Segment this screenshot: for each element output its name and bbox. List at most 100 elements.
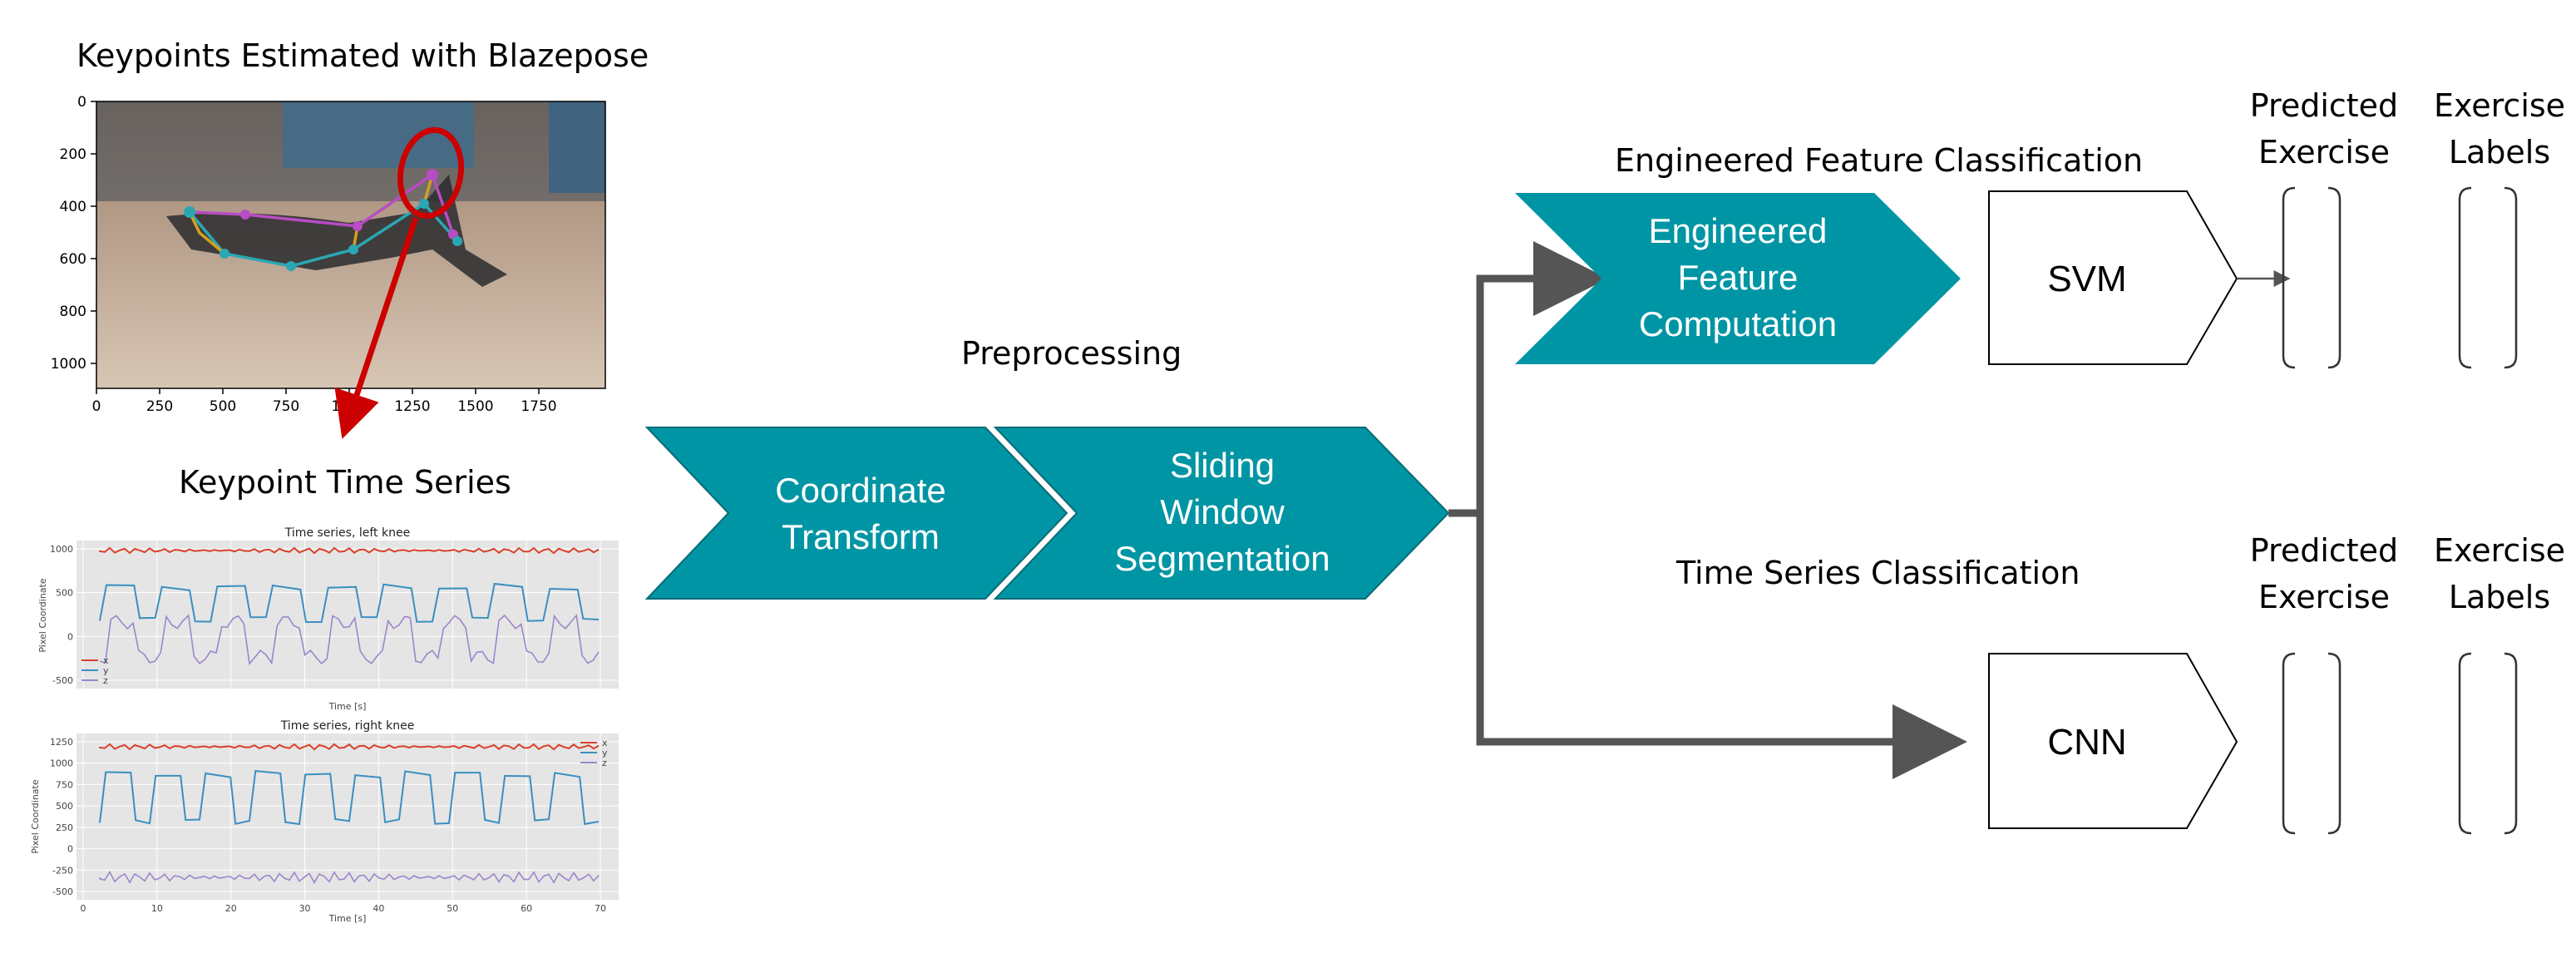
labels-bottom-bracket-right [2504, 652, 2518, 835]
keypoints-title: Keypoints Estimated with Blazepose [76, 37, 649, 74]
preprocessing-title: Preprocessing [961, 335, 1182, 372]
pose-x-tick-label: 1500 [457, 398, 493, 415]
ts2-series-y [99, 770, 600, 826]
feature-computation-block: Engineered Feature Computation [1515, 193, 1961, 364]
ts1-series-z [99, 614, 600, 665]
ts2-legend-x: x [602, 738, 608, 748]
labels-header-top-line2: Labels [2449, 134, 2550, 170]
ts1-legend-z: z [103, 675, 108, 686]
predicted-header-bottom-line1: Predicted [2250, 532, 2398, 569]
ts1-y-ticks: 1000 500 0 -500 [50, 544, 73, 686]
pose-x-tick-label: 250 [146, 398, 173, 415]
pose-x-tick-label: 750 [273, 398, 299, 415]
sliding-window-line1: Sliding [1170, 446, 1275, 485]
ts2-ylabel: Pixel Coordinate [30, 779, 41, 853]
x-tick-label: 30 [299, 903, 311, 914]
pose-y-tick-label: 600 [60, 251, 86, 268]
ts1-xlabel: Time [s] [328, 701, 367, 712]
feature-computation-line2: Feature [1678, 258, 1799, 297]
y-tick-label: -500 [52, 886, 73, 897]
timeseries-plot-left-knee: Time series, left knee Time [s] Pixel Co… [35, 526, 627, 712]
y-tick-label: 750 [56, 779, 73, 790]
sliding-window-chevron [993, 427, 1450, 600]
ts2-grid [76, 733, 619, 900]
pose-keypoints [184, 169, 462, 271]
predicted-header-bottom-line2: Exercise [2258, 579, 2390, 615]
sliding-window-line3: Segmentation [1114, 539, 1330, 578]
x-tick-label: 50 [447, 903, 458, 914]
ts1-legend-y: y [103, 665, 109, 676]
predicted-top-bracket-right [2327, 186, 2342, 369]
y-tick-label: 250 [56, 822, 73, 833]
ts1-legend: x y z [81, 655, 109, 686]
ts1-title: Time series, left knee [284, 526, 410, 540]
knee-to-timeseries-arrow [334, 216, 419, 439]
sliding-window-block: Sliding Window Segmentation [993, 427, 1450, 600]
cnn-block: CNN [1988, 653, 2238, 829]
y-tick-label: 500 [56, 588, 73, 599]
coordinate-transform-line2: Transform [782, 517, 940, 556]
labels-bottom-bracket-left [2458, 652, 2472, 835]
sliding-window-line2: Window [1160, 492, 1285, 531]
predicted-top-bracket-left [2282, 186, 2296, 369]
engineered-classification-title: Engineered Feature Classification [1615, 142, 2143, 179]
ts2-xlabel: Time [s] [328, 913, 367, 924]
labels-header-top-line1: Exercise [2434, 87, 2565, 124]
pose-image-couch [283, 101, 474, 168]
coordinate-transform-block: Coordinate Transform [644, 427, 1068, 600]
y-tick-label: 0 [67, 631, 73, 642]
y-tick-label: 500 [56, 801, 73, 812]
x-tick-label: 10 [151, 903, 163, 914]
labels-top-bracket-left [2458, 186, 2472, 369]
ts2-y-ticks: 1250 1000 750 500 250 0 -250 -500 [50, 737, 73, 897]
svm-label: SVM [2047, 259, 2126, 299]
knee-highlight-ellipse [397, 126, 465, 220]
x-tick-label: 20 [225, 903, 237, 914]
feature-computation-chevron [1515, 193, 1961, 364]
x-tick-label: 70 [595, 903, 606, 914]
feature-computation-line3: Computation [1639, 304, 1837, 343]
y-tick-label: 1000 [50, 758, 73, 769]
pose-image-chair [549, 101, 605, 193]
ts1-series-y [99, 582, 600, 623]
labels-header-bottom-line2: Labels [2449, 579, 2550, 615]
svm-shape [1988, 190, 2238, 365]
feature-computation-line1: Engineered [1649, 211, 1828, 250]
ts2-series-x [99, 743, 600, 751]
arrow-to-feature-computation [1448, 241, 1608, 517]
coordinate-transform-line1: Coordinate [775, 471, 945, 510]
predicted-bottom-bracket-left [2282, 652, 2296, 835]
coordinate-transform-chevron [644, 427, 1068, 600]
timeseries-plot-right-knee: Time series, right knee Time [s] Pixel C… [30, 717, 627, 926]
x-tick-label: 0 [81, 903, 86, 914]
cnn-shape [1988, 653, 2238, 829]
arrow-to-cnn [1476, 513, 1967, 779]
cnn-label: CNN [2047, 722, 2126, 763]
y-tick-label: -500 [52, 675, 73, 686]
y-tick-label: 1000 [50, 544, 73, 555]
pose-y-tick-label: 400 [60, 199, 86, 215]
predicted-bottom-bracket-right [2327, 652, 2342, 835]
y-tick-label: -250 [52, 865, 73, 876]
x-tick-label: 60 [521, 903, 532, 914]
ts2-series-z [99, 871, 600, 885]
pose-x-tick-label: 0 [92, 398, 101, 415]
ts1-series-x [99, 546, 600, 555]
pose-y-tick-label: 800 [60, 304, 86, 320]
y-tick-label: 0 [67, 844, 73, 855]
ts1-legend-x: x [103, 655, 109, 666]
timeseries-classification-title: Time Series Classification [1675, 555, 2080, 591]
pose-x-tick-label: 1250 [394, 398, 430, 415]
labels-header-bottom-line1: Exercise [2434, 532, 2565, 569]
pose-x-tick-label: 500 [210, 398, 236, 415]
svm-block: SVM [1988, 190, 2238, 365]
ts1-ylabel: Pixel Coordinate [37, 578, 48, 652]
ts2-legend-z: z [602, 758, 607, 768]
ts2-title: Time series, right knee [280, 719, 415, 733]
ts2-x-ticks: 0 10 20 30 40 50 60 70 [81, 903, 607, 914]
x-tick-label: 40 [373, 903, 384, 914]
y-tick-label: 1250 [50, 737, 73, 748]
pose-y-tick-label: 0 [77, 94, 86, 111]
